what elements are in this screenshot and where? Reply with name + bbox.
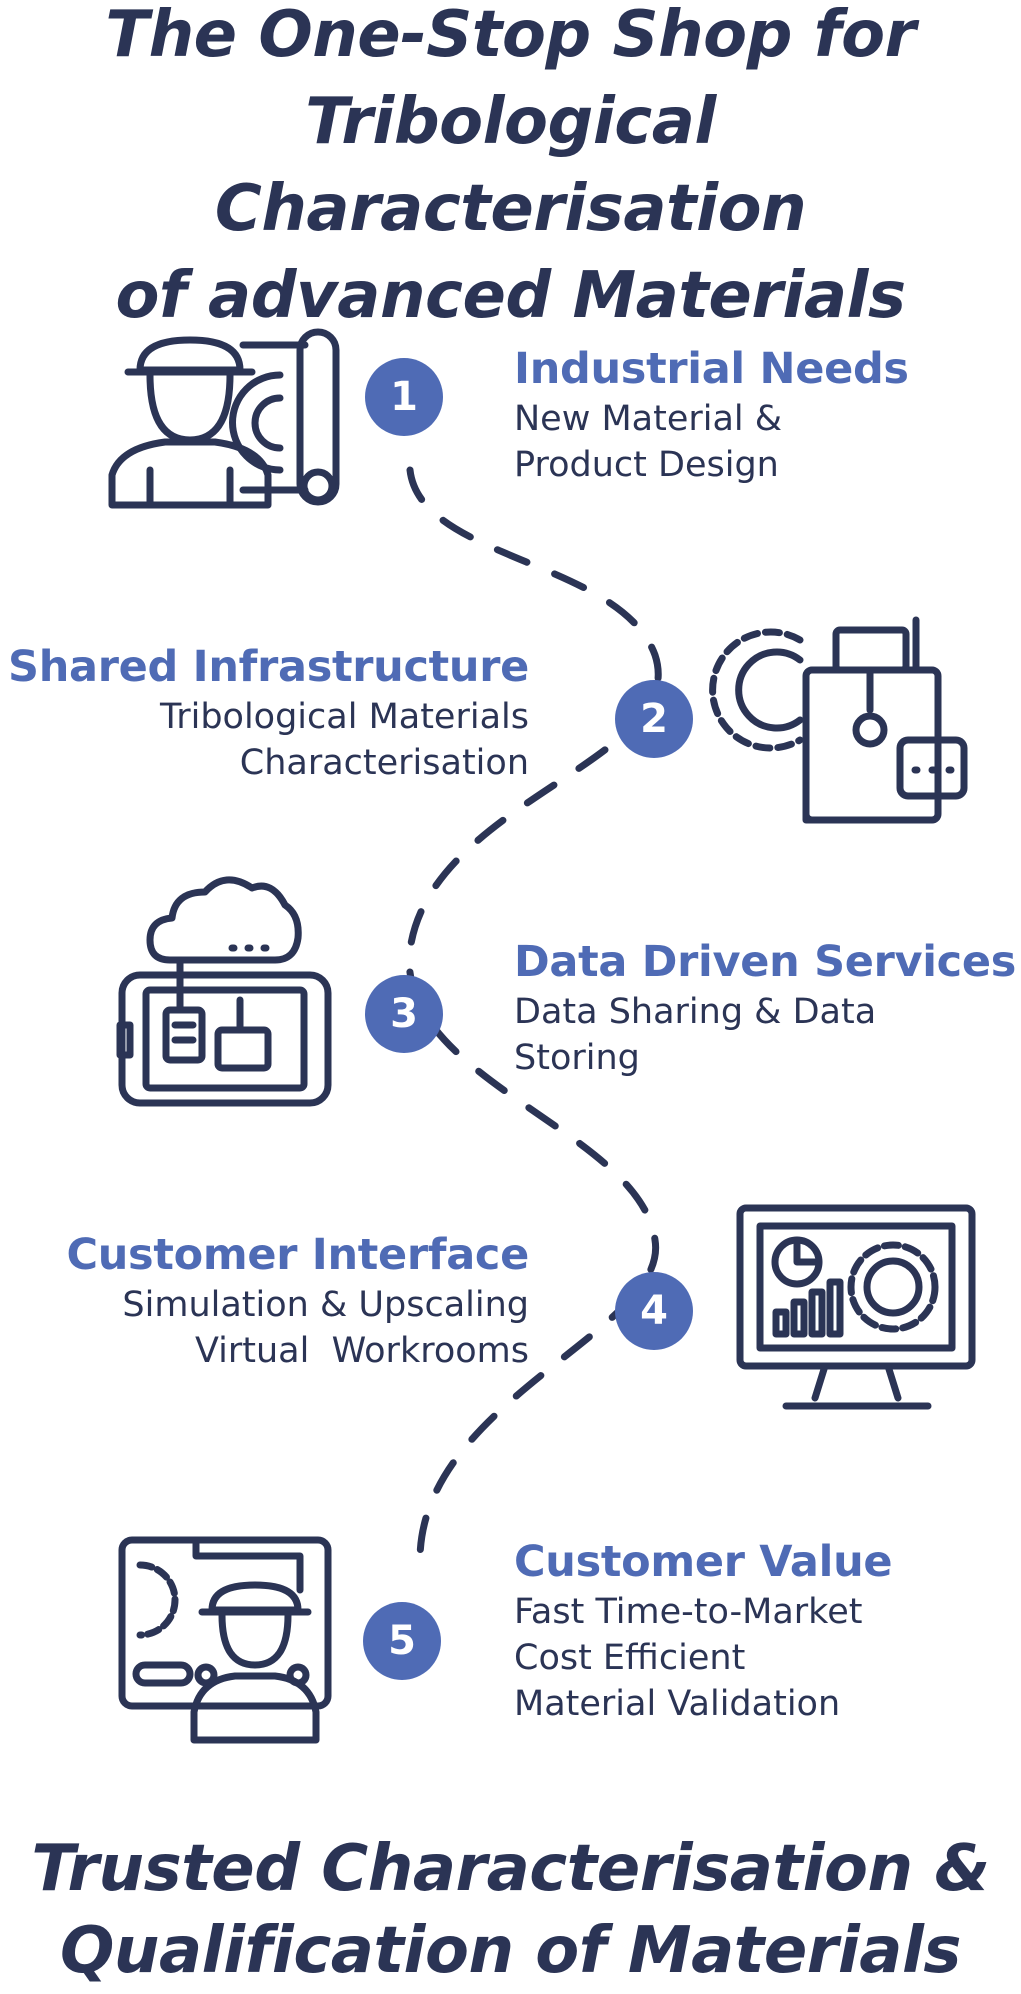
footer-line: Qualification of Materials: [60, 1914, 961, 1988]
step-line: Data Sharing & Data: [514, 992, 877, 1032]
step-line: Virtual Workrooms: [194, 1331, 529, 1371]
step-heading: Customer Interface: [66, 1230, 529, 1280]
step-heading: Shared Infrastructure: [8, 642, 529, 692]
step-number-badge: 1: [365, 358, 443, 436]
step-number-badge: 2: [615, 680, 693, 758]
cloud-tablet-icon: [116, 876, 332, 1107]
step-line: Material Validation: [514, 1684, 841, 1724]
step-line: Tribological Materials: [159, 697, 529, 737]
step-line: Storing: [514, 1038, 640, 1078]
step-line: Fast Time-to-Market: [514, 1592, 863, 1632]
footer-title: Trusted Characterisation & Qualification…: [0, 1828, 1021, 1992]
engineer-control-panel-icon: [118, 1536, 332, 1744]
step-5-text: Customer Value Fast Time-to-Market Cost …: [514, 1535, 893, 1727]
title-line: of advanced Materials: [115, 259, 906, 333]
step-number-badge: 5: [363, 1602, 441, 1680]
monitor-chart-gear-icon: [736, 1204, 976, 1410]
step-4-text: Customer Interface Simulation & Upscalin…: [66, 1228, 529, 1374]
machine-gear-icon: [709, 616, 968, 824]
step-3-text: Data Driven Services Data Sharing & Data…: [514, 935, 1016, 1081]
step-heading: Data Driven Services: [514, 937, 1017, 987]
step-line: Characterisation: [239, 743, 529, 783]
step-heading: Industrial Needs: [514, 344, 909, 394]
step-line: Cost Efficient: [514, 1638, 746, 1678]
engineer-blueprint-gear-icon: [108, 328, 340, 509]
step-line: Simulation & Upscaling: [122, 1285, 529, 1325]
step-number-badge: 3: [365, 975, 443, 1053]
step-line: New Material &: [514, 399, 783, 439]
page-title: The One-Stop Shop for Tribological Chara…: [0, 0, 1021, 340]
title-line: The One-Stop Shop for: [105, 0, 916, 72]
step-number-badge: 4: [615, 1272, 693, 1350]
footer-line: Trusted Characterisation &: [31, 1832, 990, 1906]
title-line: Tribological Characterisation: [214, 85, 807, 246]
step-1-text: Industrial Needs New Material & Product …: [514, 342, 909, 488]
step-2-text: Shared Infrastructure Tribological Mater…: [8, 640, 529, 786]
step-heading: Customer Value: [514, 1537, 893, 1587]
step-line: Product Design: [514, 445, 779, 485]
